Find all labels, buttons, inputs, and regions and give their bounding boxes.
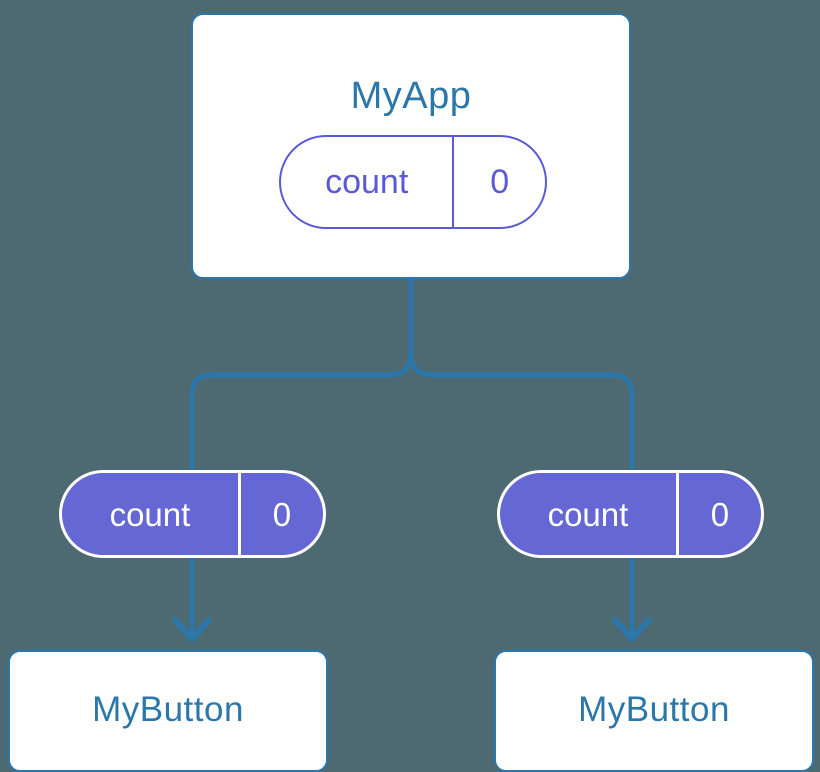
prop-pill-key: count xyxy=(547,495,629,533)
prop-pill-value: 0 xyxy=(675,473,761,555)
state-pill-value: 0 xyxy=(452,137,545,227)
arrow-down-icon xyxy=(612,617,652,642)
child-component-title: MyButton xyxy=(92,690,244,729)
arrow-down-icon xyxy=(172,617,212,642)
child-component-mybutton-right[interactable]: MyButton xyxy=(494,650,814,772)
connector-branch-right xyxy=(408,351,635,470)
prop-pill-value: 0 xyxy=(237,473,323,555)
child-component-mybutton-left[interactable]: MyButton xyxy=(8,650,328,772)
prop-pill-key: count xyxy=(109,495,191,533)
prop-pill-count-right[interactable]: count 0 xyxy=(497,470,764,558)
state-pill-key: count xyxy=(325,163,409,201)
connector-branch-left xyxy=(189,351,414,470)
state-pill-count[interactable]: count 0 xyxy=(279,135,547,229)
child-component-title: MyButton xyxy=(578,690,730,729)
root-component-myapp[interactable]: MyApp count 0 xyxy=(191,13,631,279)
prop-pill-count-left[interactable]: count 0 xyxy=(59,470,326,558)
page-title: MyApp xyxy=(350,75,472,117)
